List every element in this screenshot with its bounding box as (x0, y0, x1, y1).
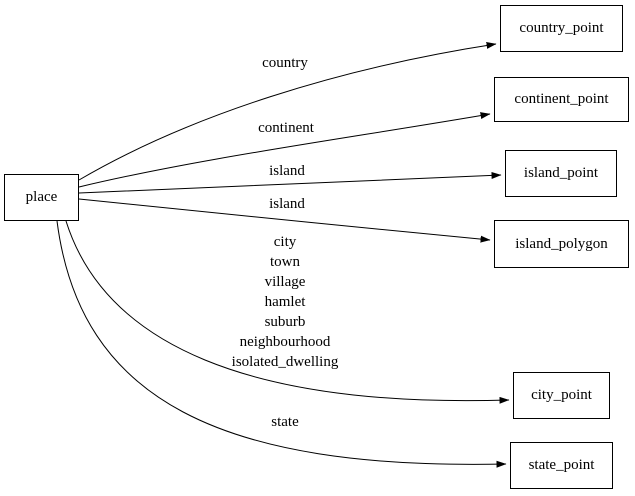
edge-place-country_point (78, 41, 497, 181)
node-continent-point: continent_point (494, 77, 629, 122)
edge-label-isolated-dwelling: isolated_dwelling (231, 354, 339, 370)
edge-place-continent_point (78, 112, 491, 188)
edge-label-suburb: suburb (264, 314, 306, 330)
node-country-point: country_point (500, 5, 623, 52)
edge-label-town: town (270, 254, 300, 270)
edge-place-island_point (78, 171, 502, 194)
node-island-polygon: island_polygon (494, 220, 629, 268)
node-state-point: state_point (510, 442, 613, 489)
edge-label-country: country (262, 55, 308, 71)
edge-label-city: city (273, 234, 297, 250)
edge-label-island-polygon: island (269, 196, 305, 212)
edge-label-state: state (271, 414, 299, 430)
node-city-point: city_point (513, 372, 610, 419)
edge-label-village: village (264, 274, 306, 290)
edge-label-city-group: city town village hamlet suburb neighbou… (232, 232, 339, 372)
node-place: place (4, 174, 79, 221)
edge-place-island_polygon (78, 198, 491, 243)
edge-label-hamlet: hamlet (264, 294, 306, 310)
edge-label-island-point: island (269, 163, 305, 179)
edge-label-neighbourhood: neighbourhood (239, 334, 331, 350)
edge-label-continent: continent (258, 120, 314, 136)
edge-place-state_point (56, 220, 507, 468)
node-island-point: island_point (505, 150, 617, 197)
edge-place-city_point (65, 220, 510, 404)
